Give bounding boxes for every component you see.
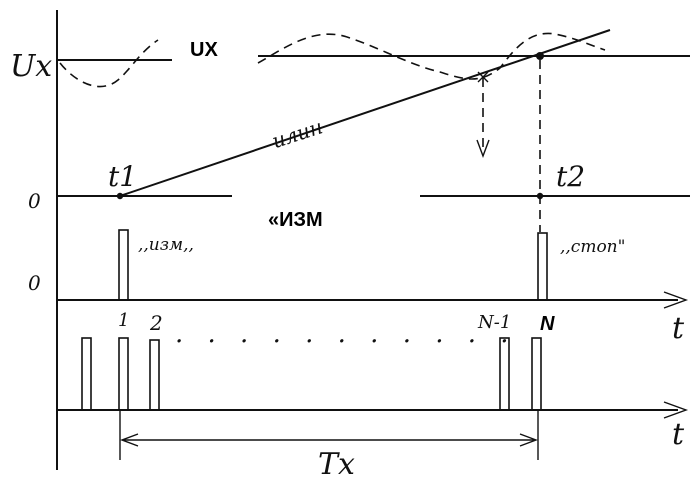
izm-pulse-label: ,,изм,, bbox=[138, 235, 194, 255]
tx-label: Tx bbox=[318, 447, 355, 481]
n-intersection-dot bbox=[536, 52, 544, 60]
counter-pulse-0 bbox=[81, 337, 92, 411]
time-axis-2-arrowhead bbox=[663, 401, 689, 419]
izm-box-backdrop bbox=[258, 196, 368, 242]
counter-pulse-1 bbox=[118, 337, 129, 411]
pulse-n1-label: N-1 bbox=[477, 312, 511, 333]
pulse-dots: . . . . . . . . . . . bbox=[175, 319, 517, 349]
ramp-line bbox=[119, 29, 611, 197]
intersection-cross-marker bbox=[477, 71, 489, 83]
pulse-2-label: 2 bbox=[149, 311, 163, 335]
counter-pulse-2 bbox=[149, 339, 160, 411]
tx-left-arrowhead bbox=[120, 433, 139, 447]
zero-mid-label: 0 bbox=[28, 271, 41, 295]
t1-dot bbox=[116, 192, 124, 200]
t1-label: t1 bbox=[108, 160, 137, 193]
ux-box-backdrop bbox=[172, 32, 252, 74]
t-axis-2-label: t bbox=[672, 417, 685, 452]
pulse-n-label: N bbox=[540, 313, 555, 335]
ux-axis-label: Ux bbox=[10, 49, 52, 84]
time-axis-1-arrowhead bbox=[663, 291, 689, 309]
cross-drop-arrowhead bbox=[476, 139, 490, 158]
izm-box-label: «ИЗМ bbox=[268, 209, 323, 231]
stop-pulse bbox=[537, 232, 548, 301]
ux-box-label: UX bbox=[190, 39, 218, 61]
ulin-label: uлин bbox=[269, 114, 326, 153]
counter-pulse-n bbox=[531, 337, 542, 411]
ux-noise-wave-left bbox=[59, 39, 159, 88]
tx-right-arrowhead bbox=[519, 433, 538, 447]
t2-label: t2 bbox=[556, 160, 585, 193]
izm-pulse bbox=[118, 229, 129, 301]
ux-noise-wave-right bbox=[257, 32, 606, 80]
stop-pulse-label: ,,стоп" bbox=[560, 237, 625, 257]
pulse-1-label: 1 bbox=[118, 310, 129, 331]
t2-dot bbox=[536, 192, 544, 200]
zero-top-label: 0 bbox=[28, 189, 41, 213]
t-axis-1-label: t bbox=[672, 311, 685, 346]
